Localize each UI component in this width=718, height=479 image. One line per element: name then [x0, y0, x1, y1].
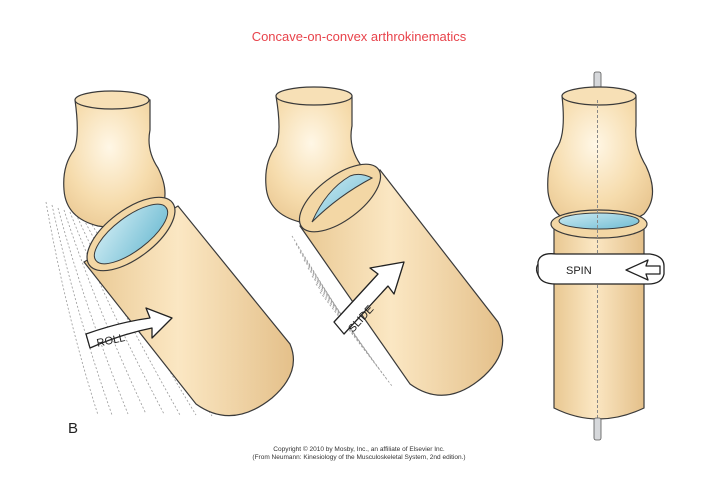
slide-lower-bone: [298, 163, 504, 396]
spin-axis-bottom: [593, 417, 602, 441]
roll-label: ROLL: [96, 332, 127, 350]
roll-arrow: ROLL: [85, 307, 173, 350]
spin-label: SPIN: [566, 265, 592, 277]
spin-lower-bone: [550, 209, 648, 420]
roll-panel: ROLL: [45, 90, 294, 417]
figure-title: Concave-on-convex arthrokinematics: [251, 29, 467, 44]
spin-panel: SPIN: [535, 71, 665, 441]
copyright-line-2: (From Neumann: Kinesiology of the Muscul…: [252, 454, 466, 461]
roll-motion-trail: [45, 201, 213, 417]
copyright-notice: Copyright © 2010 by Mosby, Inc., an affi…: [0, 446, 718, 462]
slide-panel: SLIDE: [265, 86, 504, 396]
panel-letter: B: [68, 420, 79, 437]
spin-upper-bone: [547, 86, 654, 228]
spin-arrow: SPIN: [535, 253, 665, 285]
roll-lower-bone: [83, 196, 294, 417]
copyright-line-1: Copyright © 2010 by Mosby, Inc., an affi…: [273, 446, 445, 453]
roll-upper-bone: [63, 90, 166, 229]
